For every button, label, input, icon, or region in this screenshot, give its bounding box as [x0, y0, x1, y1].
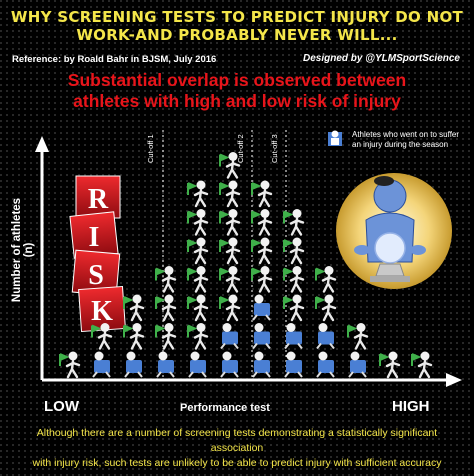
injured-athlete-icon: [252, 351, 271, 378]
healthy-athlete-icon: [219, 180, 241, 208]
injured-athlete-icon: [220, 351, 239, 378]
healthy-athlete-icon: [219, 266, 241, 293]
healthy-athlete-icon: [283, 209, 305, 236]
headline-line-1: Substantial overlap is observed between: [67, 70, 407, 90]
healthy-athlete-icon: [315, 266, 337, 293]
injured-athlete-icon: [252, 323, 271, 350]
healthy-athlete-icon: [155, 266, 177, 293]
healthy-athlete-icon: [251, 180, 273, 208]
injured-athlete-icon: [124, 351, 143, 378]
injured-athlete-icon: [156, 351, 175, 378]
healthy-athlete-icon: [155, 294, 177, 322]
healthy-athlete-icon: [187, 209, 209, 236]
healthy-athlete-icon: [187, 266, 209, 293]
healthy-athlete-icon: [283, 237, 305, 265]
healthy-athlete-icon: [187, 180, 209, 208]
footer-line-1: Although there are a number of screening…: [36, 427, 438, 454]
injured-athlete-icon: [92, 351, 111, 378]
footer-line-2: with injury risk, such tests are unlikel…: [32, 457, 442, 469]
healthy-athlete-icon: [251, 237, 273, 265]
y-axis-label: Number of athletes (n): [11, 197, 35, 303]
x-axis-high-label: HIGH: [392, 398, 430, 415]
risk-cubes: R I S K: [69, 175, 126, 333]
crystal-ball-figure-icon: [336, 173, 452, 289]
x-axis-arrow: [446, 373, 462, 387]
healthy-athlete-icon: [219, 294, 241, 322]
y-axis-arrow: [35, 136, 49, 152]
headline: Substantial overlap is observed between …: [8, 70, 466, 112]
headline-line-2: athletes with high and low risk of injur…: [73, 91, 401, 111]
risk-letter-s: S: [88, 260, 104, 291]
injured-athlete-icon: [316, 323, 335, 350]
injured-athlete-icon: [220, 323, 239, 350]
title-line-1: WHY SCREENING TESTS TO PREDICT INJURY DO…: [10, 8, 464, 26]
healthy-athlete-icon: [219, 209, 241, 236]
injured-athlete-icon: [188, 351, 207, 378]
cutoff-3-label: Cut-off 3: [270, 134, 279, 163]
cutoff-2-label: Cut-off 2: [236, 134, 245, 163]
risk-letter-i: I: [89, 222, 100, 253]
healthy-athlete-icon: [379, 351, 401, 379]
title-line-2: WORK-AND PROBABLY NEVER WILL...: [76, 26, 398, 44]
healthy-athlete-icon: [155, 323, 177, 350]
injured-athlete-icon: [284, 323, 303, 350]
injured-athlete-icon: [316, 351, 335, 378]
legend-text: Athletes who went on to suffer an injury…: [352, 130, 460, 149]
legend-injured-icon: [328, 130, 342, 146]
risk-letter-k: K: [91, 296, 113, 327]
healthy-athlete-icon: [187, 323, 209, 350]
healthy-athlete-icon: [347, 323, 369, 350]
healthy-athlete-icon: [251, 266, 273, 293]
injured-athlete-icon: [348, 351, 367, 378]
reference-text: Reference: by Roald Bahr in BJSM, July 2…: [12, 54, 217, 65]
healthy-athlete-icon: [123, 323, 145, 350]
healthy-athlete-icon: [219, 152, 241, 179]
healthy-athlete-icon: [219, 237, 241, 265]
healthy-athlete-icon: [187, 237, 209, 265]
designed-by-text: Designed by @YLMSportScience: [302, 53, 460, 64]
healthy-athlete-icon: [411, 351, 433, 379]
risk-letter-r: R: [88, 184, 109, 215]
healthy-athlete-icon: [187, 294, 209, 322]
risk-cube-s: S: [71, 249, 121, 297]
footer-text: Although there are a number of screening…: [10, 426, 464, 471]
healthy-athlete-icon: [251, 209, 273, 236]
healthy-athlete-icon: [59, 351, 81, 379]
injured-athlete-icon: [252, 294, 271, 321]
athlete-figures: [59, 152, 433, 379]
healthy-athlete-icon: [123, 294, 145, 322]
healthy-athlete-icon: [315, 294, 337, 322]
cutoff-1-label: Cut-off 1: [146, 134, 155, 163]
healthy-athlete-icon: [91, 323, 113, 350]
injured-athlete-icon: [284, 351, 303, 378]
healthy-athlete-icon: [283, 266, 305, 293]
risk-cube-i: I: [69, 211, 119, 259]
x-axis-label: Performance test: [180, 402, 270, 414]
x-axis-low-label: LOW: [44, 398, 79, 415]
healthy-athlete-icon: [283, 294, 305, 322]
